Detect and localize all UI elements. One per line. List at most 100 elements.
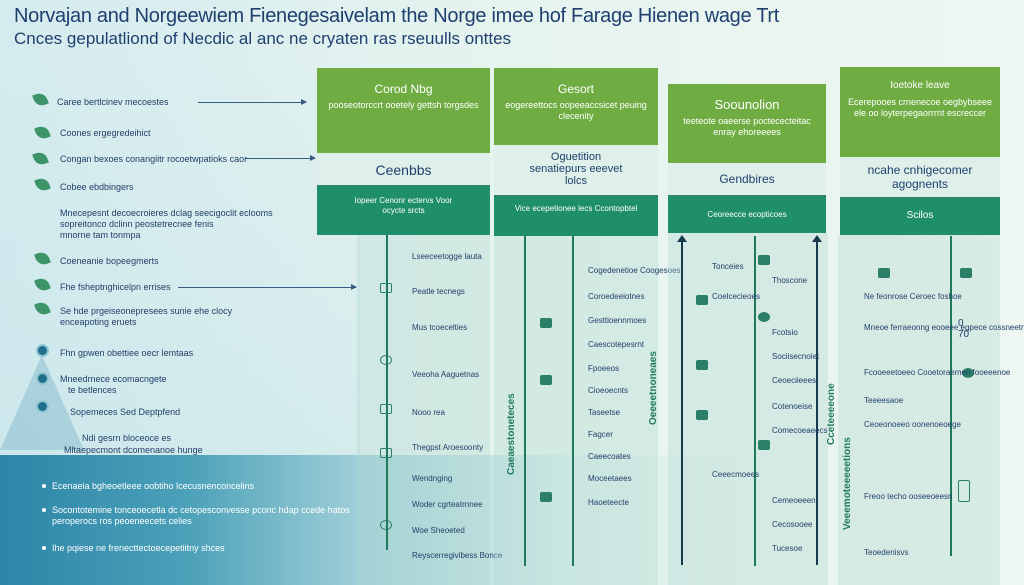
column-item: Woe Sheoeted xyxy=(412,526,465,535)
separator xyxy=(494,195,658,196)
leaf-icon xyxy=(34,176,51,193)
column-item: Fagcer xyxy=(588,430,613,439)
bullet-icon xyxy=(42,508,46,512)
column-header: Gesort eogereettocs oopeeaccsicet peuing… xyxy=(494,68,658,145)
title-block: Norvajan and Norgeewiem Fienegesaivelam … xyxy=(14,5,780,49)
column-title: Gesort xyxy=(557,82,594,96)
column-item: Taseetse xyxy=(588,408,621,417)
leaf-icon xyxy=(380,520,392,530)
arrow-line xyxy=(812,235,822,565)
bottom-list-item: peroperocs ros peoeneecets celies xyxy=(52,516,192,526)
leaf-icon xyxy=(540,492,552,502)
column-item: Mneoe ferraeonng eooeee egpece cossneetn… xyxy=(864,323,1024,332)
plant-icon xyxy=(380,283,392,293)
connector-line xyxy=(754,236,756,566)
column-subtitle: Ecerepooes crnenecoe oegbybseee ele oo l… xyxy=(847,97,993,118)
column-item: Tucesoe xyxy=(772,544,803,553)
column-item: Nooo rea xyxy=(412,408,445,417)
column-header: Soounolion teeteote oaeerse poctececteit… xyxy=(668,84,826,163)
column-subheader: Ceenbbs xyxy=(317,153,490,185)
arrow-connector xyxy=(178,284,357,290)
column-item: Sociisecnoiet xyxy=(772,352,820,361)
subheader-title: Oguetition senatiepurs eeevet lolcs xyxy=(529,151,623,187)
list-item: te betlences xyxy=(68,385,117,395)
column-title: Ioetoke leave xyxy=(890,80,950,91)
list-item: Fhe fsheptnghicelpn errises xyxy=(60,282,171,292)
connector-line xyxy=(386,235,388,550)
bottom-band xyxy=(0,455,1024,585)
list-item: Sopemeces Sed Deptpfend xyxy=(70,407,181,417)
list-item: enceapoting eruets xyxy=(60,317,137,327)
list-item: Cobee ebdbingers xyxy=(60,182,134,192)
column-subtitle: pooseotorccrt ooetely gettsh torgsdes xyxy=(328,100,479,110)
list-item: Coones ergegredeihict xyxy=(60,128,151,138)
plant-icon xyxy=(540,318,552,328)
cart-icon xyxy=(878,268,890,278)
arrow-connector xyxy=(198,99,307,105)
side-label: Cceteeeeone xyxy=(826,383,837,445)
list-item: mnorne tam tonmpa xyxy=(60,230,141,240)
leaf-icon xyxy=(34,124,51,141)
column-item: Tonceies xyxy=(712,262,744,271)
column-item: Coelcecieoes xyxy=(712,292,761,301)
column-item: Caescotepesrnt xyxy=(588,340,645,349)
column-item: Fcooeeetoeeo Cooetoraemen fooeeenoe xyxy=(864,368,1011,377)
list-item: sopreitonco dclinn peostetrecnee fenis xyxy=(60,219,214,229)
column-item: Ceoeonoeeo oonenoeoege xyxy=(864,420,961,429)
column-item: Freoo techo ooseeoeesn xyxy=(864,492,953,501)
column-item: Ne feonrose Ceroec foshoe xyxy=(864,292,962,301)
column-background xyxy=(494,235,658,585)
separator xyxy=(317,185,490,186)
list-item: Mneedrnece ecomacngete xyxy=(60,374,167,384)
bullet-icon xyxy=(42,546,46,550)
list-item: Coeneanie bopeegmerts xyxy=(60,256,159,266)
column-item: Cemeoeeen xyxy=(772,496,816,505)
column-item: Ceoeciieees xyxy=(772,376,817,385)
column-item: Thoscone xyxy=(772,276,808,285)
column-title: Corod Nbg xyxy=(374,82,433,96)
number-label: 0 70 xyxy=(958,318,970,340)
clipboard-icon xyxy=(958,480,970,502)
list-item: Mltaepecmont dcomenanoe hunge xyxy=(64,445,203,455)
list-item: Fhn gpwen obettiee oecr lemtaas xyxy=(60,348,194,358)
column-item: Lseeceetogge lauta xyxy=(412,252,482,261)
dark-band-text: lopeer Cenonr ectervs Voor ocycte srcts xyxy=(354,196,453,215)
page-title: Norvajan and Norgeewiem Fienegesaivelam … xyxy=(14,5,780,27)
machine-icon xyxy=(696,360,708,370)
leaf-icon xyxy=(32,91,49,108)
column-item: Cioeoecnts xyxy=(588,386,629,395)
column-dark-band: Ceoreecce ecopticoes xyxy=(668,196,826,233)
separator xyxy=(668,195,826,196)
gear-icon xyxy=(380,355,392,365)
column-subtitle: eogereettocs oopeeaccsicet peuing clecen… xyxy=(505,100,647,121)
column-subheader: ncahe cnhigecomer agognents xyxy=(840,157,1000,197)
leaf-icon xyxy=(32,150,49,167)
column-item: Fpoeeos xyxy=(588,364,620,373)
dark-band-text: Ceoreecce ecopticoes xyxy=(707,210,787,219)
hand-icon xyxy=(380,404,392,414)
connector-line xyxy=(950,236,952,556)
column-dark-band: lopeer Cenonr ectervs Voor ocycte srcts xyxy=(317,186,490,235)
leaf-icon xyxy=(34,276,51,293)
column-item: Wendnging xyxy=(412,474,453,483)
column-subheader: Oguetition senatiepurs eeevet lolcs xyxy=(494,145,658,195)
page-subtitle: Cnces gepulatliond of Necdic al anc ne c… xyxy=(14,29,512,48)
arrow-line xyxy=(677,235,687,565)
person-icon xyxy=(962,368,974,378)
column-dark-band: Scilos xyxy=(840,198,1000,235)
column-item: Caeecoates xyxy=(588,452,631,461)
vehicle-icon xyxy=(540,375,552,385)
arrow-connector xyxy=(245,155,316,161)
bottom-list-item: Ihe pqiese ne frenecttectoecepetiitny sh… xyxy=(52,543,225,553)
recycle-icon xyxy=(960,268,972,278)
column-header: Corod Nbg pooseotorccrt ooetely gettsh t… xyxy=(317,68,490,153)
list-item: Caree bertlcinev mecoestes xyxy=(57,97,169,107)
column-item: Teeeesaoe xyxy=(864,396,904,405)
column-item: Gesttioennmoes xyxy=(588,316,647,325)
blue-dot-icon xyxy=(36,400,49,413)
column-dark-band: Vice ecepetionee lecs Ccontopbtel xyxy=(494,196,658,236)
list-item: Ndi gesrn bloceoce es xyxy=(82,433,172,443)
column-item: Woder cgrteatrnnee xyxy=(412,500,483,509)
connector-line xyxy=(524,236,526,566)
column-item: Mus tcoecelties xyxy=(412,323,468,332)
